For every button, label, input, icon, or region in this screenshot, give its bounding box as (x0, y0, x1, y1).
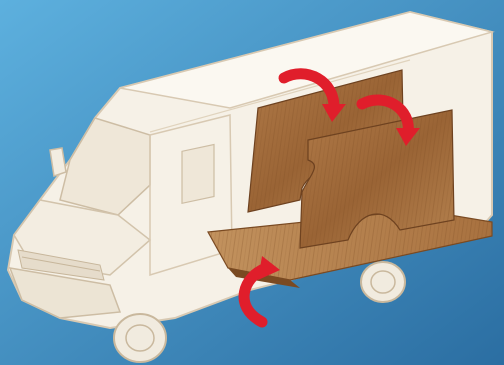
front-wheel (114, 314, 166, 362)
door-window (182, 145, 214, 204)
rear-wheel (361, 262, 405, 302)
